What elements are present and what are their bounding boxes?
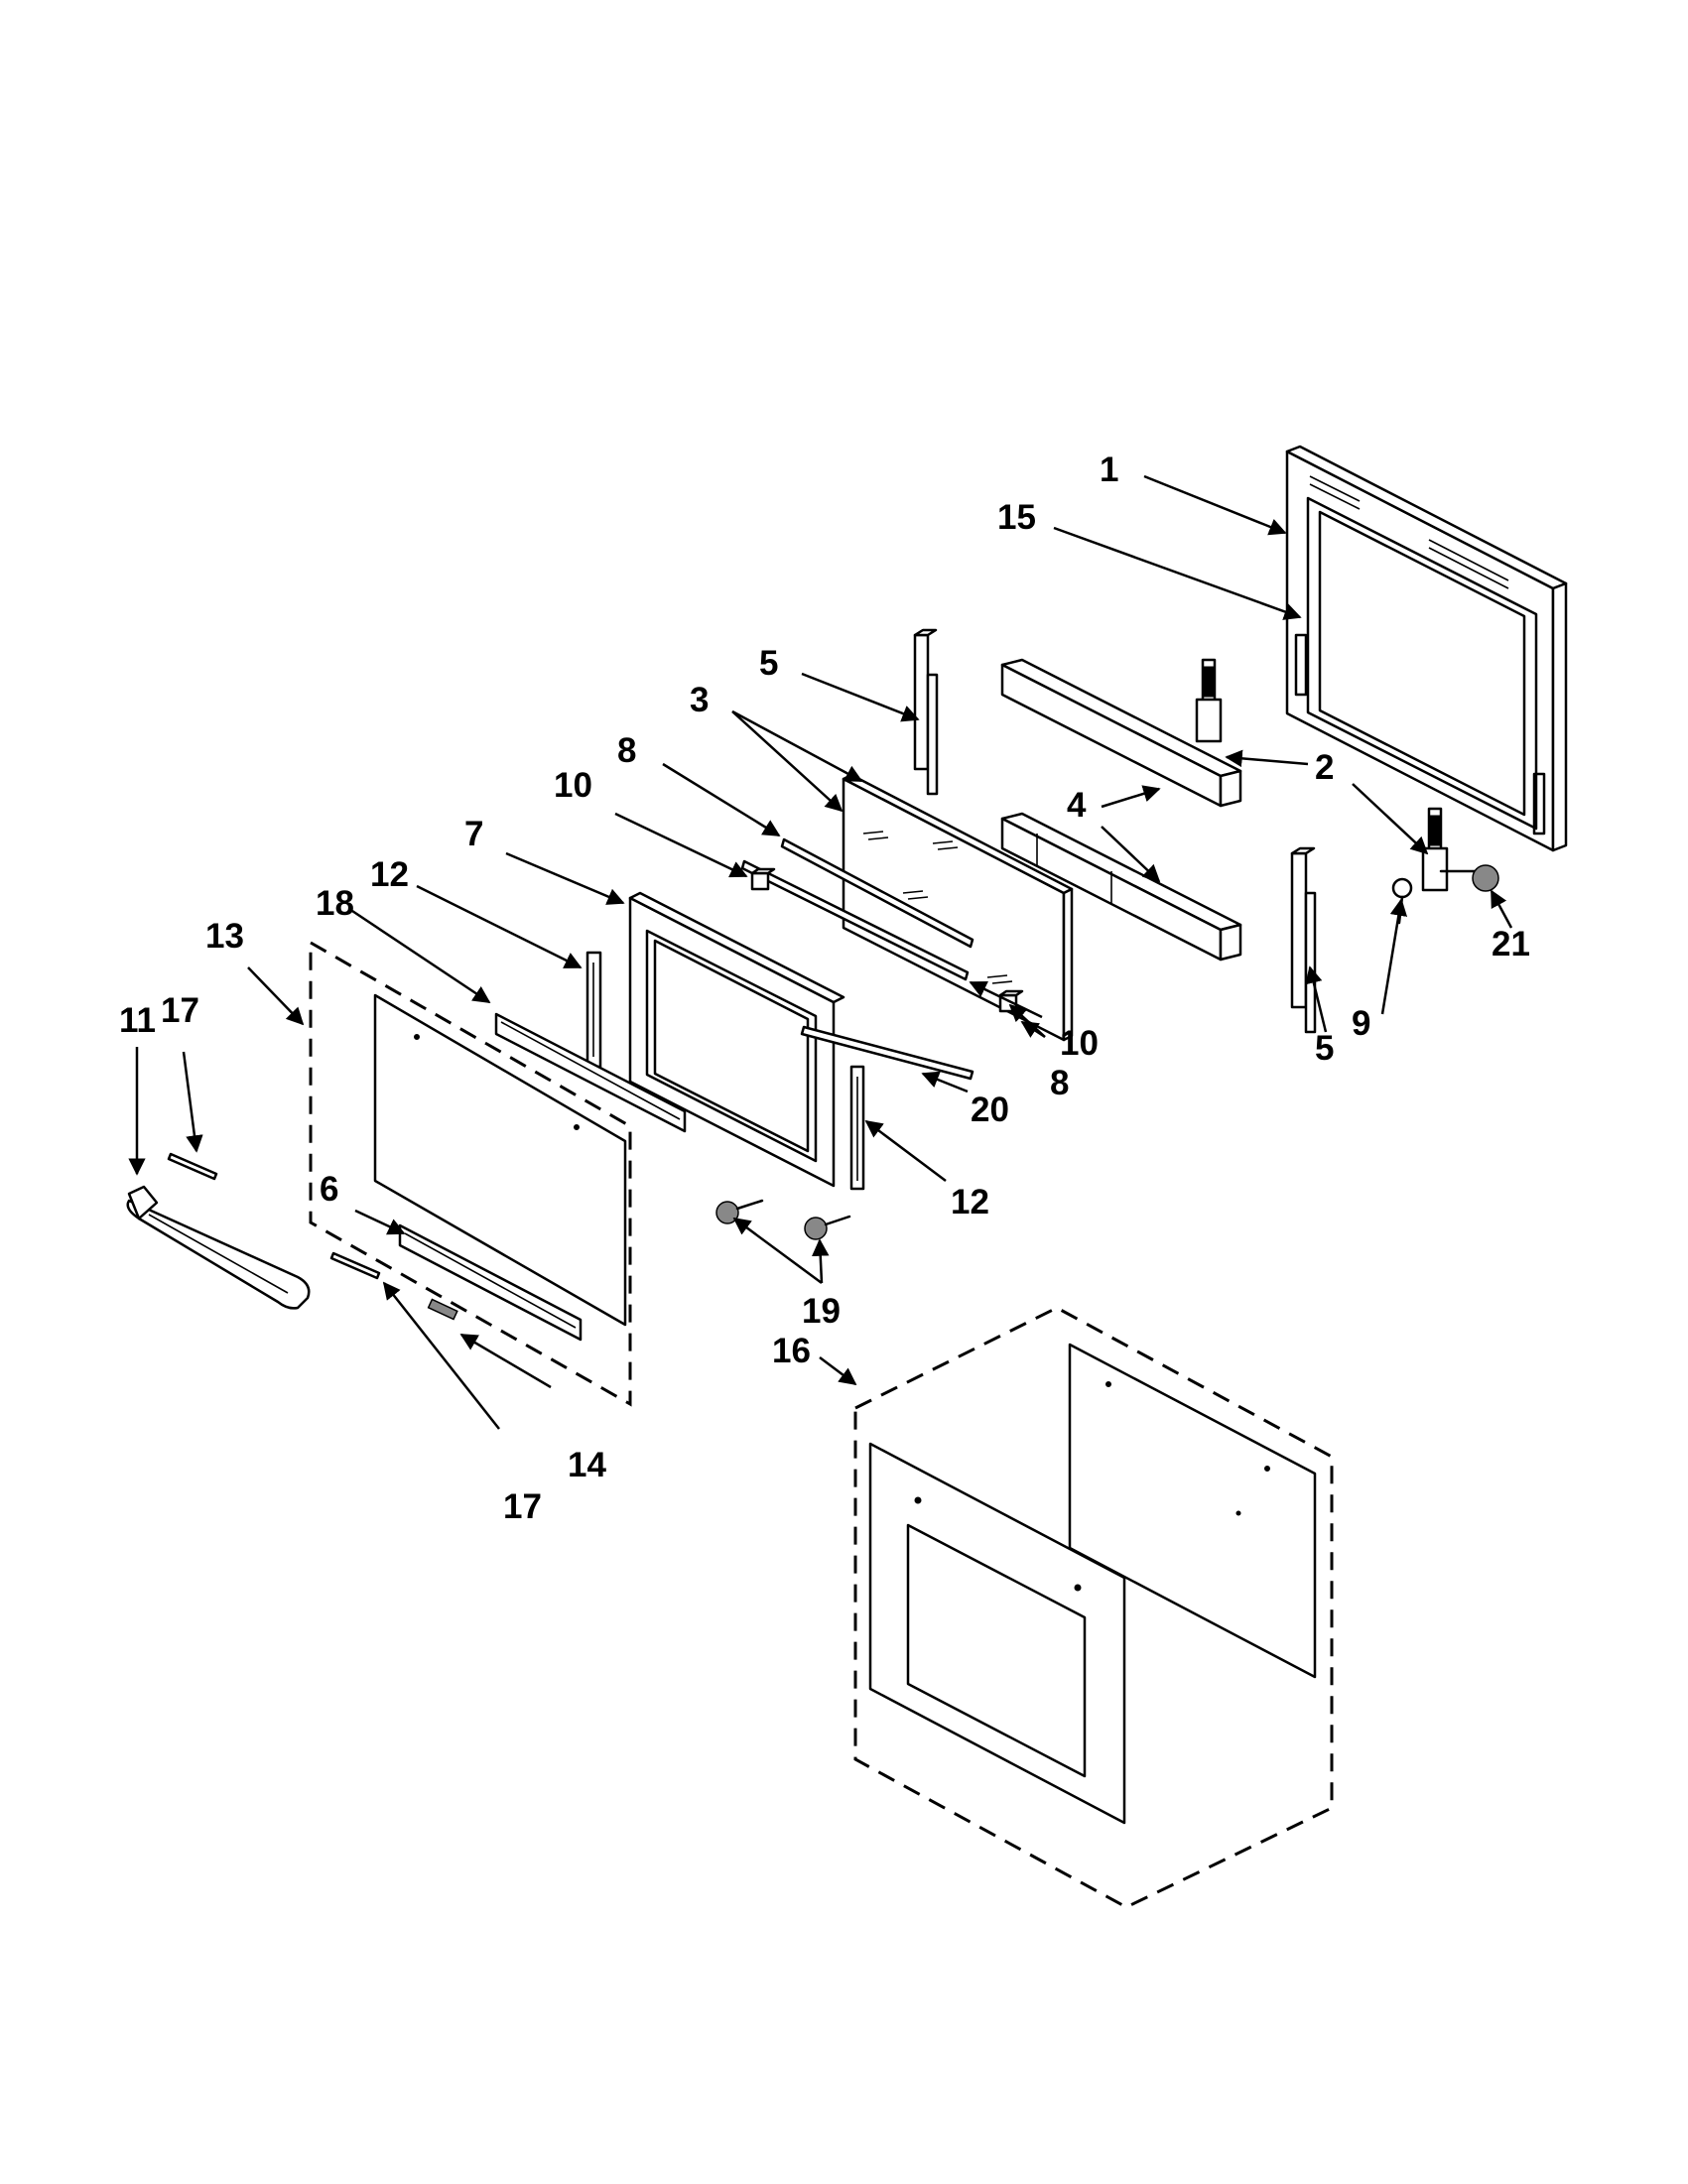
- callout-18: 18: [316, 884, 354, 923]
- callout-17-top: 17: [161, 991, 199, 1030]
- callout-5-bottom: 5: [1315, 1029, 1334, 1068]
- callout-15: 15: [997, 498, 1036, 537]
- hinge-lower: [1421, 807, 1449, 892]
- callout-16: 16: [772, 1332, 811, 1370]
- door-handle: [126, 1185, 311, 1310]
- callout-14: 14: [568, 1446, 606, 1484]
- outer-glass-assembly: [309, 940, 687, 1407]
- callout-20: 20: [971, 1091, 1009, 1129]
- frame-screw-right: [804, 1215, 851, 1240]
- hinge-upper: [1195, 658, 1223, 743]
- callout-3: 3: [690, 681, 709, 719]
- outer-door-panel: [1285, 445, 1568, 852]
- callout-8-top: 8: [617, 731, 636, 770]
- callout-10-bottom: 10: [1060, 1024, 1099, 1063]
- callout-7: 7: [464, 815, 483, 853]
- hinge-screw: [1439, 864, 1499, 892]
- frame-screw-left: [715, 1199, 764, 1224]
- door-channel-top: [1000, 658, 1242, 808]
- inner-glass-panel: [842, 773, 1074, 1042]
- callout-8-bottom: 8: [1050, 1064, 1069, 1102]
- callout-5-top: 5: [759, 644, 778, 683]
- callout-12-top: 12: [370, 855, 409, 894]
- callout-21: 21: [1492, 925, 1530, 964]
- callout-2: 2: [1315, 748, 1334, 787]
- callout-10-top: 10: [554, 766, 592, 805]
- side-bracket-rear: [913, 628, 939, 796]
- frame-bottom-seal: [800, 1025, 974, 1081]
- handle-endcap-upper: [167, 1152, 218, 1181]
- callout-17-bottom: 17: [503, 1487, 542, 1526]
- callout-4: 4: [1067, 786, 1087, 825]
- glass-seal-upper: [780, 837, 974, 949]
- callout-13: 13: [205, 917, 244, 956]
- side-trim-right: [849, 1065, 865, 1191]
- callout-12-bottom: 12: [951, 1183, 989, 1221]
- door-assembly: [853, 1306, 1334, 1909]
- callout-labels: 1 15 5 3 8 10 2 4 7 12 18 13 11 17 6 10 …: [119, 450, 1530, 1526]
- callout-9: 9: [1352, 1004, 1370, 1043]
- leader-arrows: [128, 474, 1513, 1430]
- side-bracket-front: [1290, 846, 1317, 1034]
- handle-endcap-lower: [329, 1251, 381, 1280]
- inner-door-frame: [628, 891, 845, 1188]
- callout-6: 6: [320, 1170, 338, 1209]
- spacer-block-upper: [750, 867, 776, 891]
- side-trim-left: [585, 951, 602, 1069]
- callout-19: 19: [802, 1292, 841, 1331]
- door-channel-bottom: [1000, 812, 1242, 962]
- callout-1: 1: [1100, 450, 1118, 489]
- callout-11: 11: [119, 1001, 156, 1040]
